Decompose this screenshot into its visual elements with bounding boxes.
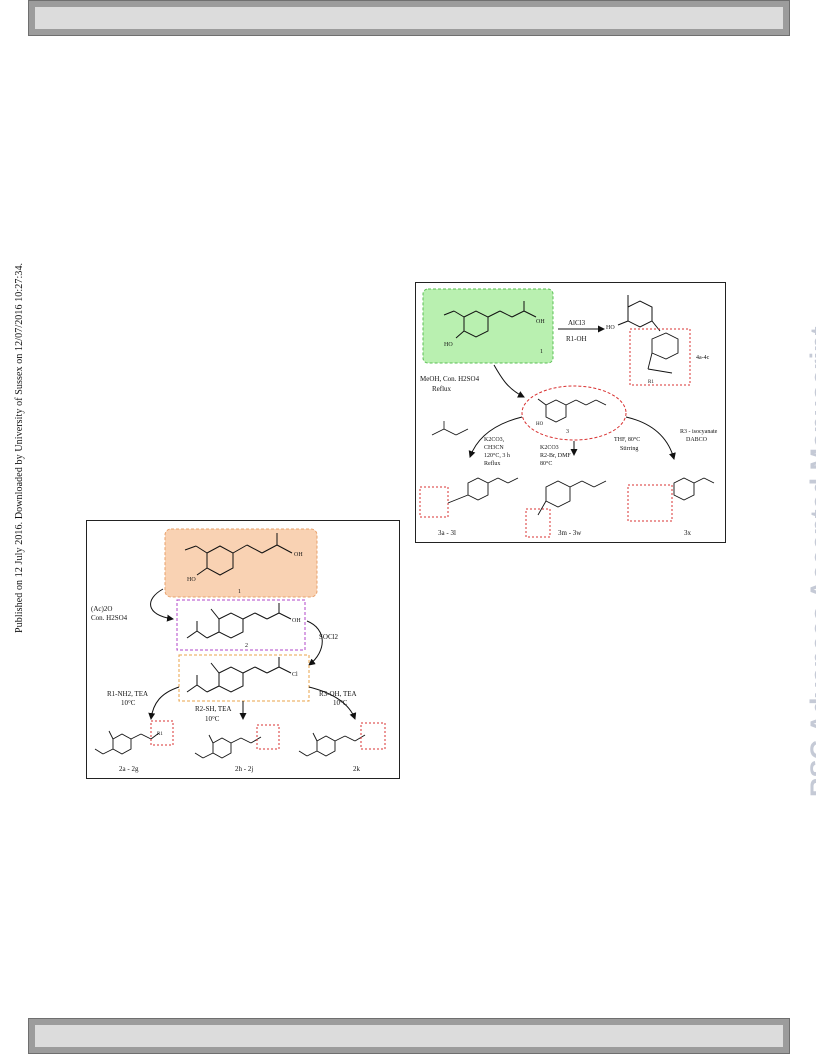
acid-chloride-box (178, 654, 310, 702)
page-footer-band (28, 1018, 790, 1054)
reagent-reflux: Reflux (432, 385, 452, 393)
compound-3-highlight (521, 385, 627, 441)
reagent-methanol-acid: MeOH, Con. H2SO4 (420, 375, 480, 383)
product-3m-structure (537, 480, 607, 516)
arrow-step-esterification (308, 686, 357, 720)
compound-1-ho-label: HO (444, 342, 453, 348)
chloroacetamide-reagent (431, 421, 469, 436)
reagent-alkylation-time: 120°C, 3 h (484, 452, 510, 459)
reagent-bromide-base: K2CO3 (540, 445, 559, 451)
compound-3-structure (537, 398, 607, 423)
reagent-amine: R1-NH2, TEA (107, 690, 148, 698)
compound-4-lactone (647, 332, 679, 374)
compound-1-structure (184, 533, 293, 576)
reagent-bromide-temp: 80°C (540, 460, 552, 467)
product-2k-structure (298, 732, 366, 757)
publication-notice: Published on 12 July 2016. Downloaded by… (14, 262, 25, 633)
reagent-alkylation-reflux: Reflux (484, 460, 500, 467)
reagent-thiol-temp: 10°C (205, 715, 220, 723)
compound-2-structure (186, 603, 292, 639)
reagent-alcohol: R3-OH, TEA (319, 690, 357, 698)
compound-4-r-group-box (629, 328, 691, 386)
reagent-stirring: Stirring (620, 446, 638, 452)
footer-band-inner (35, 1025, 783, 1047)
product-2h-number: 2h - 2j (235, 765, 253, 773)
scheme-alkylation-carbamoylation: OH HO 1 AlCl3 R1-OH HO R1 4a-4c MeOH, Co… (415, 282, 726, 543)
compound-2-number: 2 (245, 643, 248, 649)
reagent-aluminium-chloride: AlCl3 (568, 319, 586, 327)
product-3x-r-group-box (627, 484, 673, 522)
scheme1-drawing: OH HO 1 (Ac)2O Con. H2SO4 OH 2 SOCl2 (91, 528, 386, 773)
accepted-manuscript-watermark: RSC Advances Accepted Manuscript (805, 326, 816, 797)
reagent-bromide-solvent: R2-Br, DMF (540, 453, 571, 459)
reagent-isocyanate: R3 - isocyanate (680, 429, 718, 435)
reagent-alcohol-temp: 10°C (333, 699, 348, 707)
product-2k-r-group-box (360, 722, 386, 750)
acid-chloride-cl-label: Cl (292, 672, 298, 678)
compound-4-r1-label: R1 (648, 380, 654, 385)
product-2a-structure (94, 730, 160, 755)
product-3a-r-group-box (419, 486, 449, 518)
compound-3-ho-label: HO (536, 422, 544, 427)
compound-1-number: 1 (238, 589, 241, 595)
product-3a-structure (447, 477, 519, 504)
compound-4-number: 4a-4c (696, 355, 710, 361)
reagent-thiol: R2-SH, TEA (195, 705, 231, 713)
compound-1-number: 1 (540, 349, 543, 355)
product-2a-number: 2a - 2g (119, 765, 139, 773)
compound-1-oh-label: OH (294, 552, 303, 558)
compound-2-box (176, 599, 306, 651)
page-header-band (28, 0, 790, 36)
compound-4-structure (617, 295, 661, 332)
scheme2-drawing: OH HO 1 AlCl3 R1-OH HO R1 4a-4c MeOH, Co… (419, 288, 718, 538)
product-2a-r-group-box (150, 720, 174, 746)
product-3m-number: 3m - 3w (558, 529, 582, 537)
reagent-amine-temp: 10°C (121, 699, 136, 707)
arrow-step-amidation (148, 686, 180, 720)
reagent-thionyl-chloride: SOCl2 (319, 633, 339, 641)
product-2h-r-group-box (256, 724, 280, 750)
compound-1-highlight (164, 528, 318, 598)
product-3a-number: 3a - 3l (438, 529, 456, 537)
acid-chloride-structure (186, 657, 292, 693)
reagent-dabco: DABCO (686, 437, 708, 443)
arrow-step-methyl-esterification (493, 364, 525, 398)
reagent-acetonitrile: CH3CN (484, 445, 504, 451)
arrow-step-chlorination (306, 620, 323, 666)
product-2h-structure (194, 734, 262, 759)
product-3x-number: 3x (684, 529, 692, 537)
reagent-acetic-anhydride: (Ac)2O (91, 605, 112, 613)
arrow-step-carbamoylation (625, 416, 676, 460)
compound-1-structure (443, 301, 537, 339)
arrow-step-acylation (150, 588, 174, 622)
product-2k-number: 2k (353, 765, 361, 773)
compound-4-ho-label: HO (606, 325, 615, 331)
reagent-thf: THF, 80°C (614, 436, 640, 443)
scheme-esterification-amidation: OH HO 1 (Ac)2O Con. H2SO4 OH 2 SOCl2 (86, 520, 400, 779)
compound-3-number: 3 (566, 429, 569, 435)
reagent-potassium-carbonate: K2CO3, (484, 437, 505, 443)
compound-2-oh-label: OH (292, 618, 301, 624)
product-2a-r1-label: R1 (157, 732, 163, 737)
product-3m-r-group-box (525, 508, 551, 538)
header-band-inner (35, 7, 783, 29)
reagent-r1-alcohol: R1-OH (566, 335, 587, 343)
compound-1-oh-label: OH (536, 319, 545, 325)
compound-1-ho-label: HO (187, 577, 196, 583)
reagent-sulfuric-acid: Con. H2SO4 (91, 614, 128, 622)
arrow-step-o-alkylation (468, 416, 523, 458)
product-3x-structure (673, 477, 715, 501)
